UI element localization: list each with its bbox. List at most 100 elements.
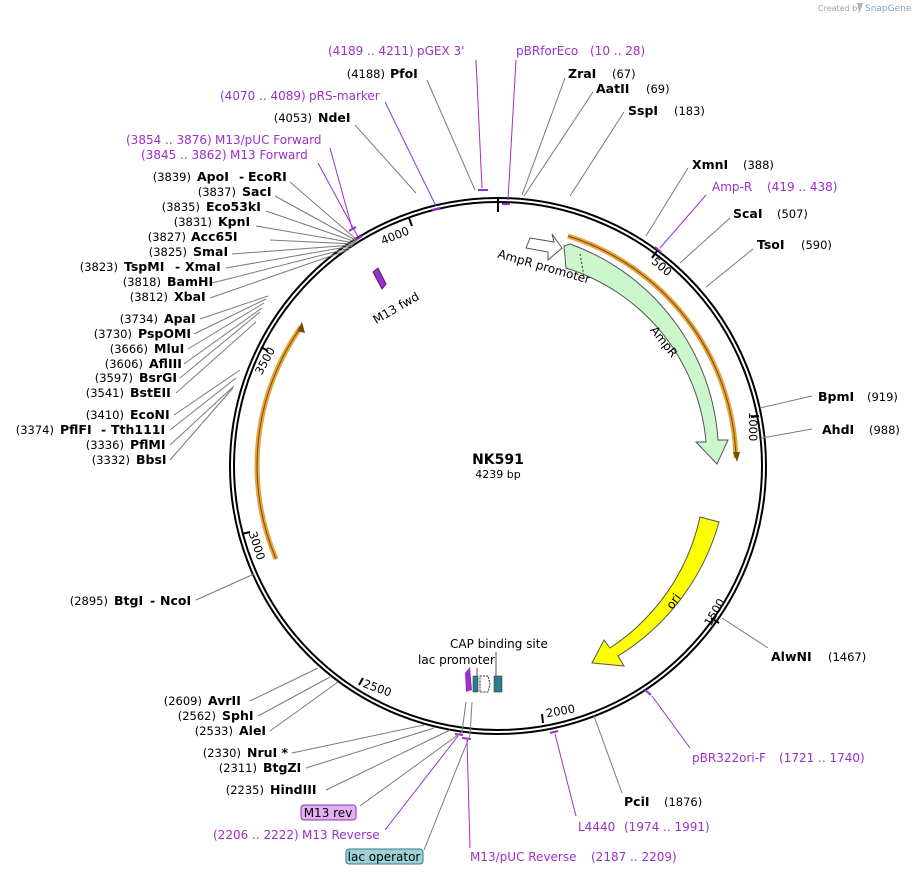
enzyme-name[interactable]: AlwNI [771,649,812,664]
enzyme-pos: (3666) [110,342,148,356]
enzyme-name[interactable]: HindIII [270,782,317,797]
enzyme-name[interactable]: AhdI [822,422,854,437]
lac-operator-box[interactable] [345,848,424,865]
enzyme-pos: (2609) [164,694,202,708]
enzyme-name[interactable]: Tth111I [111,422,165,437]
enzyme-name[interactable]: PflFI [60,422,92,437]
primer-name[interactable]: M13 Reverse [302,828,380,842]
enzyme-name[interactable]: Eco53kI [206,199,261,214]
enzyme-name[interactable]: BtgZI [263,760,301,775]
primer-name[interactable]: pGEX 3' [417,44,464,58]
enzyme-name[interactable]: PspOMI [138,326,191,341]
enzyme-pos: (988) [869,423,900,437]
enzyme-pos: (3541) [86,386,124,400]
cap-site-rect [493,675,503,693]
enzyme-name[interactable]: BbsI [136,452,167,467]
m13-fwd-label: M13 fwd [370,289,421,327]
enzyme-name[interactable]: EcoNI [130,407,170,422]
enzyme-pos: (3812) [130,290,168,304]
leader-btgzi [305,727,435,769]
m13-rev-box[interactable] [300,804,357,821]
tick-label-2500: 2500 [361,676,393,699]
enzyme-name[interactable]: XmnI [692,157,728,172]
primer-range: (10 .. 28) [590,44,645,58]
leader-xbai [209,249,349,299]
primer-name[interactable]: pBRforEco [516,44,578,58]
enzyme-name[interactable]: NruI * [247,745,289,760]
orf2-arc-core [256,326,302,560]
primer-name[interactable]: pRS-marker [309,89,380,103]
tick-label-1500: 1500 [701,596,728,628]
tick-1000 [750,415,760,418]
primer-name[interactable]: M13/pUC Forward [215,133,322,147]
tick-4000 [408,217,413,227]
backbone [229,197,767,735]
enzyme-pos: (3827) [148,230,186,244]
enzyme-name[interactable]: ScaI [733,206,763,221]
enzyme-name[interactable]: BsrGI [139,370,177,385]
enzyme-name[interactable]: NdeI [318,110,351,125]
leader-pspomi [193,298,267,335]
enzyme-name[interactable]: BamHI [167,274,213,289]
lac-promoter-label: lac promoter [418,653,495,667]
brand-text: SnapGene [865,4,912,14]
enzyme-name[interactable]: AatII [596,81,629,96]
leader-pcii [593,715,623,794]
leader-tspmi [225,245,353,269]
enzyme-name[interactable]: TsoI [757,237,785,252]
feature-lac-region: CAP binding site lac promoter [418,637,548,693]
primer-name[interactable]: pBR322ori-F [692,751,766,765]
enzyme-name[interactable]: SacI [242,184,272,199]
enzyme-pos: (3831) [174,215,212,229]
enzyme-pos: (3730) [94,327,132,341]
enzyme-name[interactable]: TspMI [124,259,164,274]
primer-name[interactable]: M13 Forward [230,148,308,162]
enzyme-name[interactable]: AvrII [208,693,241,708]
enzyme-name[interactable]: Acc65I [191,229,238,244]
leader-sspi [569,111,625,197]
primer-name[interactable]: L4440 [578,820,615,834]
enzyme-name[interactable]: PfoI [390,66,418,81]
leader-bamhi [211,247,351,284]
enzyme-pos: (590) [801,238,832,252]
primer-name[interactable]: Amp-R [712,180,752,194]
primer-name[interactable]: M13/pUC Reverse [470,850,577,864]
leader-xmni [645,167,689,237]
enzyme-name[interactable]: XbaI [174,289,206,304]
enzyme-pos: (3825) [149,245,187,259]
enzyme-name[interactable]: ApoI [197,169,229,184]
enzyme-name[interactable]: BpmI [818,389,854,404]
enzyme-name[interactable]: NcoI [160,593,191,608]
leader-alei [269,681,339,732]
enzyme-name[interactable]: PciI [624,794,650,809]
enzyme-name[interactable]: AleI [239,723,266,738]
ampr-primer-marker [654,246,662,253]
enzyme-name[interactable]: KpnI [218,214,250,229]
enzyme-name[interactable]: ApaI [164,311,196,326]
enzyme-pos: (919) [867,390,898,404]
enzyme-name[interactable]: SspI [628,103,658,118]
primer-range: (1721 .. 1740) [779,751,865,765]
enzyme-name[interactable]: MluI [154,341,184,356]
enzyme-pos: (3734) [120,312,158,326]
enzyme-name[interactable]: BstEII [130,385,171,400]
primer-range: (2206 .. 2222) [213,828,299,842]
enzyme-pos: (3332) [92,453,130,467]
enzyme-name[interactable]: SphI [222,708,254,723]
enzyme-name[interactable]: ZraI [568,66,596,81]
m13-rev-box-label: M13 rev [304,806,353,820]
leader-l4440 [554,733,577,817]
leader-bbsi [169,387,234,461]
enzyme-name[interactable]: XmaI [185,259,221,274]
leader-apoi [289,181,358,241]
enzyme-name[interactable]: AflIII [149,356,182,371]
primer-range: (4070 .. 4089) [220,89,306,103]
enzyme-name[interactable]: PflMI [130,437,166,452]
enzyme-name[interactable]: BtgI [114,593,143,608]
leader-m13-fwd [317,162,359,238]
enzyme-name[interactable]: EcoRI [248,169,287,184]
lac-operator-box-label: lac operator [348,850,421,864]
enzyme-name[interactable]: SmaI [193,244,228,259]
primer-range: (419 .. 438) [767,180,837,194]
ampr-orf-arc-core [567,235,737,459]
